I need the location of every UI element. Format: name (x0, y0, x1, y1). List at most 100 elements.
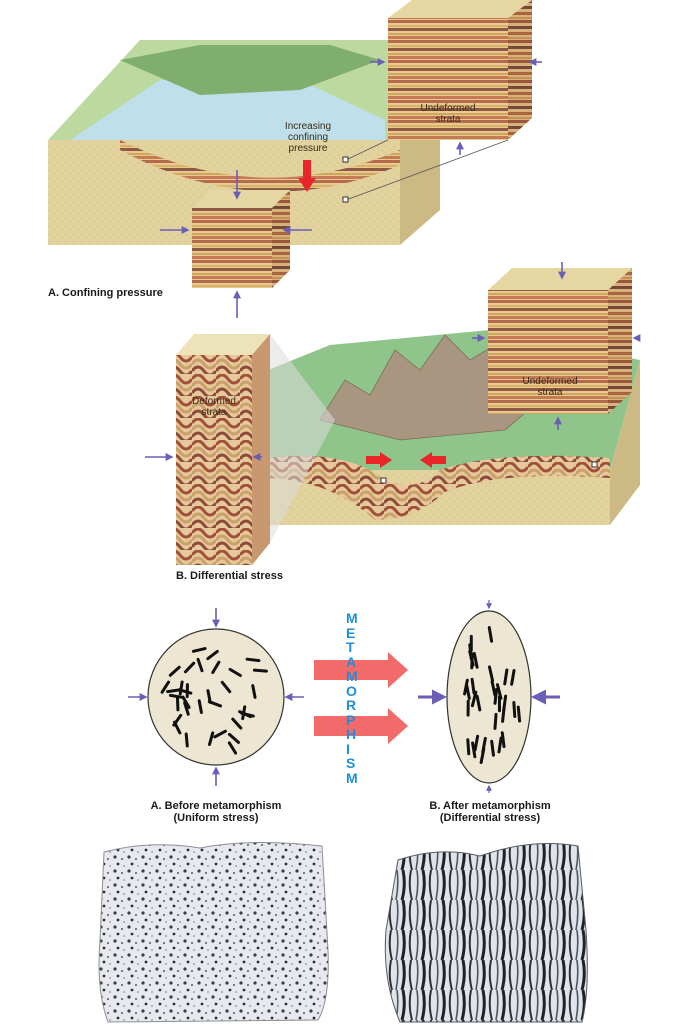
differential-stress-arrows (418, 600, 560, 793)
mineral-grain (196, 657, 204, 673)
uniform-grain-circle (147, 628, 285, 766)
stress-arrows-b (145, 262, 641, 461)
uniform-stress-arrows (128, 608, 304, 786)
mineral-grain (512, 700, 517, 718)
mineral-grain (503, 668, 509, 686)
caption-differential-stress: B. Differential stress (176, 570, 283, 582)
mineral-grain (177, 688, 193, 695)
mineral-grain (470, 677, 476, 695)
mineral-grain (227, 741, 238, 755)
mineral-grain (497, 736, 503, 754)
mineral-grain (206, 689, 212, 704)
pink-arrow-upper (314, 652, 408, 688)
mineral-grain (502, 694, 508, 712)
mineral-grain (207, 731, 215, 746)
mineral-grain (473, 734, 480, 752)
green-terrain (120, 45, 380, 95)
panel-a-confining-pressure (48, 0, 542, 318)
mineral-grain (472, 652, 479, 669)
metamorphism-letter: O (346, 682, 357, 699)
callout-line (345, 139, 509, 201)
mineral-grain (231, 717, 243, 730)
gneiss-sample (384, 843, 588, 1023)
undeformed-cube-b-side (608, 268, 632, 414)
undeformed-cube-top (388, 0, 532, 18)
mineral-grain (251, 684, 257, 699)
metamorphism-letter: T (346, 639, 355, 655)
caption-confining-pressure: A. Confining pressure (48, 287, 163, 299)
mineral-grains (463, 625, 522, 765)
ground-block-side (400, 110, 440, 245)
mineral-grain (470, 652, 474, 670)
metamorphism-letter: R (346, 697, 357, 713)
mineral-grain (500, 731, 506, 749)
mineral-grain (466, 738, 471, 756)
mineral-grain (252, 668, 268, 673)
mineral-grain (487, 665, 495, 683)
red-pressure-arrow (298, 160, 316, 192)
grain-after (418, 600, 560, 793)
mineral-grain (238, 710, 252, 719)
undeformed-cube-b-front (488, 290, 608, 414)
small-cube-side (272, 190, 290, 288)
metamorphism-letter: M (346, 769, 358, 786)
metamorphism-letter: M (346, 610, 358, 626)
callout-marker (591, 461, 598, 468)
mineral-grain (487, 625, 494, 643)
deformed-cube-top (176, 334, 270, 355)
metamorphism-letter: S (346, 755, 356, 771)
mineral-grain (516, 705, 522, 723)
deformed-cube-side (252, 334, 270, 565)
metamorphism-letter: E (346, 624, 356, 641)
label-increasing-pressure: Increasing confining pressure (284, 121, 332, 154)
callout-marker (342, 156, 349, 163)
red-compression-arrows (366, 452, 446, 468)
mineral-grain (470, 690, 478, 708)
mineral-grain (183, 701, 190, 716)
panel-b-differential-stress (145, 262, 641, 565)
mineral-grain (184, 732, 189, 748)
mineral-grain (241, 705, 247, 721)
metamorphism-letter: P (346, 711, 356, 728)
mineral-grain (197, 699, 203, 715)
mineral-grain (228, 667, 242, 678)
mineral-grain (191, 647, 207, 653)
mineral-grain (490, 739, 495, 757)
grain-before (128, 608, 304, 786)
mineral-grain (160, 680, 171, 694)
mineral-grain (220, 680, 232, 694)
deformed-cube-front (176, 355, 252, 565)
mineral-grain (183, 661, 196, 674)
deformed-callout (270, 334, 335, 543)
small-cube-front (192, 208, 272, 288)
mineral-grain (168, 693, 184, 699)
label-deformed-strata: Deformed strata (192, 396, 236, 418)
callout-marker (342, 196, 349, 203)
mineral-grain (465, 683, 471, 700)
mineral-grain (493, 712, 498, 730)
mineral-grain (181, 695, 191, 709)
metamorphism-letter: H (346, 726, 357, 742)
callout-marker (380, 477, 387, 484)
small-cube-top (192, 190, 290, 208)
undeformed-cube-b-top (488, 268, 632, 290)
mineral-grain (227, 732, 240, 744)
undeformed-cube-side (508, 0, 532, 140)
mineral-grain (481, 736, 487, 754)
differential-grain-ellipse (446, 610, 532, 784)
callout-line (345, 139, 389, 161)
undeformed-cube-front (388, 18, 508, 140)
mineral-grain (211, 660, 221, 674)
folded-strata-cross-section (268, 455, 610, 520)
label-undeformed-strata-a: Undeformed strata (420, 103, 476, 125)
mineral-grain (206, 649, 219, 661)
metamorphism-letter: A (346, 653, 357, 670)
caption-before-metamorphism: A. Before metamorphism (Uniform stress) (150, 800, 282, 824)
caption-after-metamorphism: B. After metamorphism (Differential stre… (429, 800, 551, 824)
mountain-range (319, 334, 541, 441)
mineral-grain (172, 713, 183, 727)
basin-strata (120, 140, 400, 192)
metamorphism-letter: I (346, 740, 350, 757)
metamorphism-letter: M (346, 668, 358, 684)
